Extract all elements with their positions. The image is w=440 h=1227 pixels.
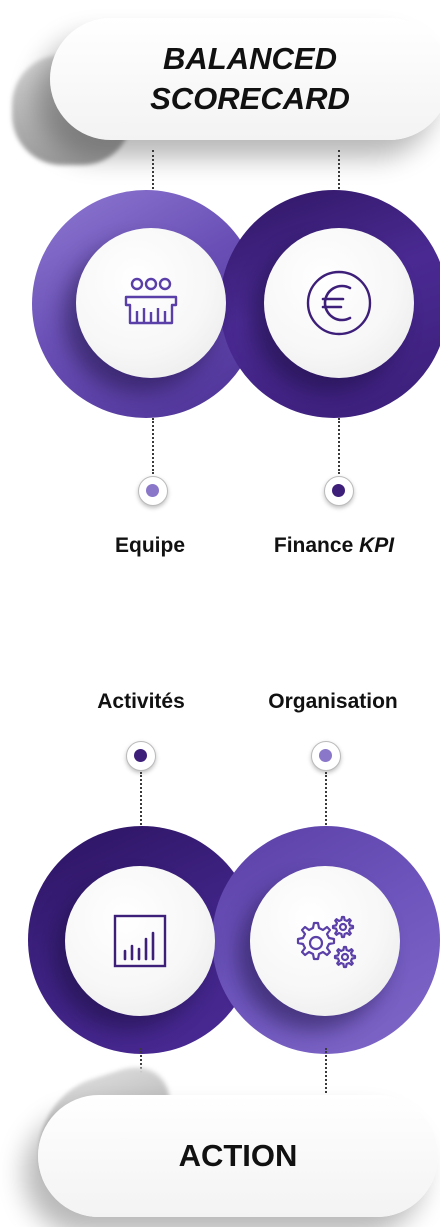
team-icon: [124, 277, 178, 325]
label-finance: Finance KPI: [273, 534, 395, 557]
node-dot-equipe: [138, 476, 168, 506]
top-banner: BALANCED SCORECARD: [50, 18, 440, 140]
connector-line: [152, 418, 154, 474]
disc-finance: [264, 228, 414, 378]
bottom-banner: ACTION: [38, 1095, 438, 1217]
connector-line: [338, 150, 340, 205]
euro-icon: [306, 270, 372, 336]
node-dot-activites: [126, 741, 156, 771]
node-dot-finance: [324, 476, 354, 506]
connector-line: [325, 772, 327, 832]
node-dot-organisation: [311, 741, 341, 771]
connector-line: [152, 150, 154, 205]
label-activites: Activités: [97, 690, 185, 713]
connector-line: [338, 418, 340, 474]
gears-icon: [296, 915, 357, 969]
bar-chart-icon: [113, 914, 167, 968]
footer-label: ACTION: [178, 1138, 298, 1173]
label-equipe: Equipe: [114, 534, 186, 557]
title-line-1: BALANCED: [163, 41, 337, 76]
disc-organisation: [250, 866, 400, 1016]
connector-line: [325, 1048, 327, 1104]
connector-line: [140, 772, 142, 832]
label-organisation: Organisation: [268, 690, 398, 713]
disc-equipe: [76, 228, 226, 378]
disc-activites: [65, 866, 215, 1016]
title-line-2: SCORECARD: [150, 81, 350, 116]
